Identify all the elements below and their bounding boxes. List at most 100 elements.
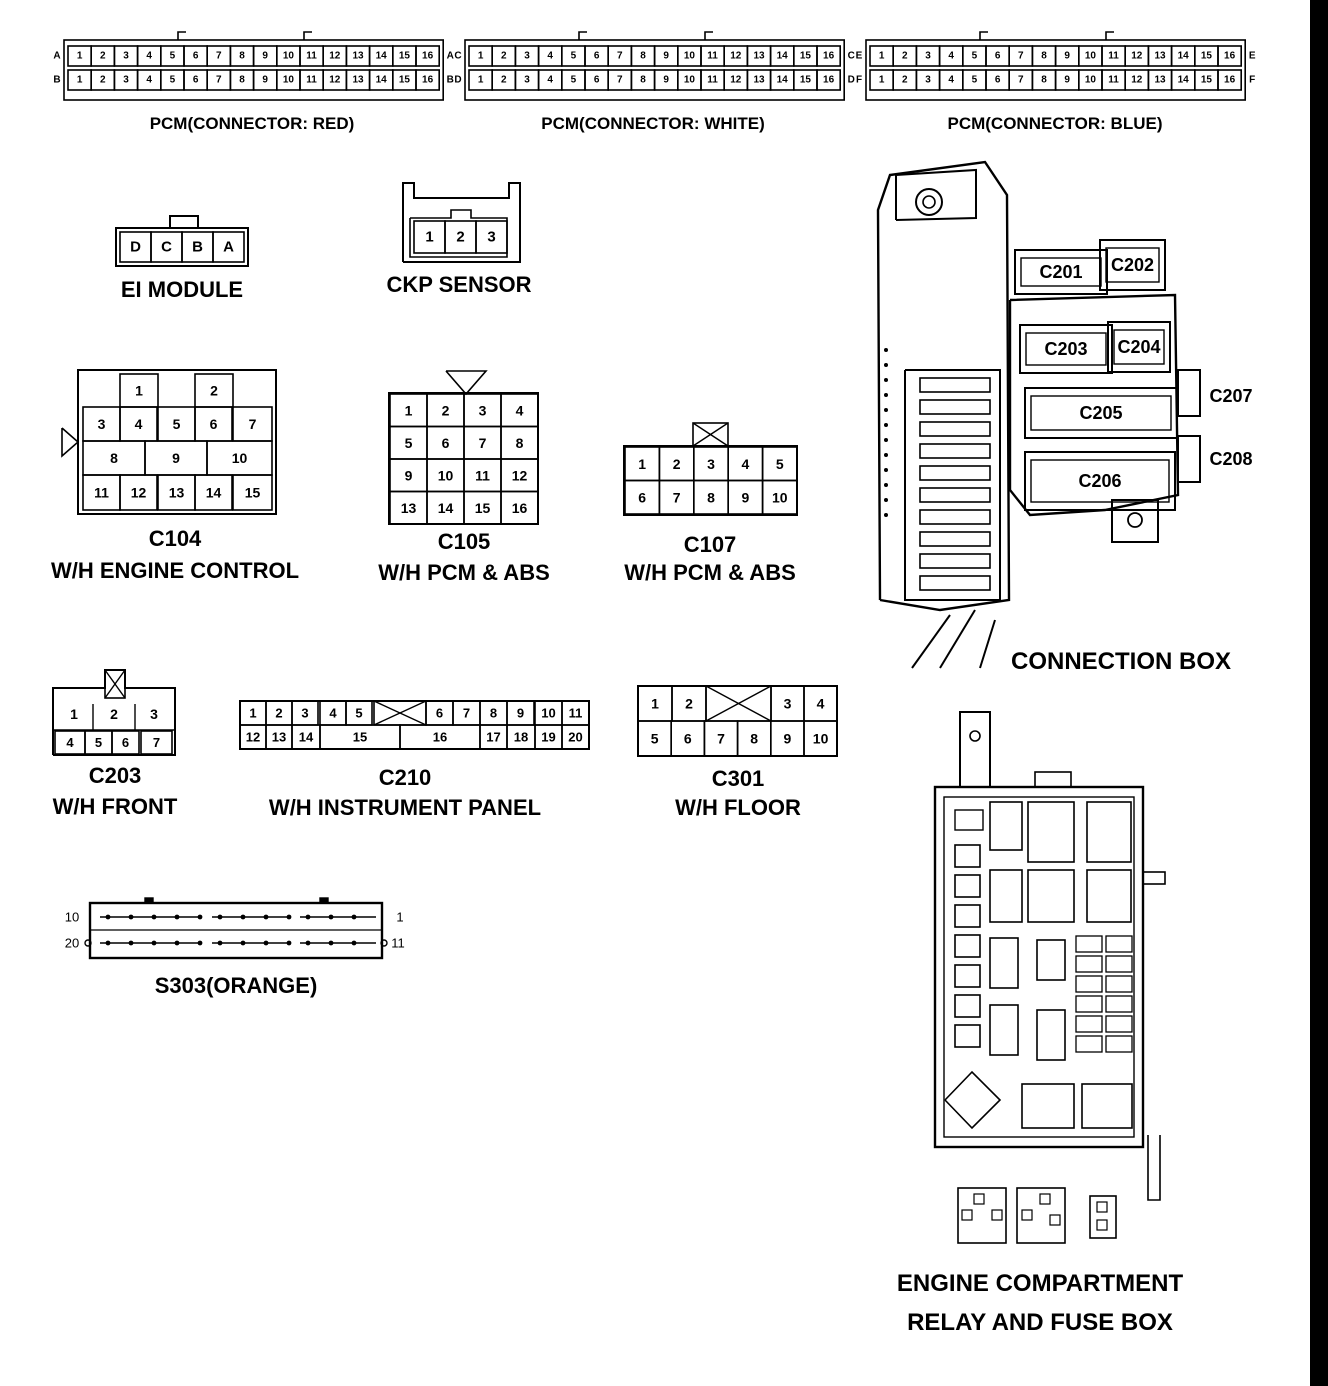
connection-box-connector-label: C203 xyxy=(1044,339,1087,359)
c210-pin-label: 6 xyxy=(436,706,443,721)
pcm-blue-row-letter: E xyxy=(1249,51,1256,62)
pcm-red-pin-label: 7 xyxy=(216,51,222,62)
connection-box-rivet xyxy=(884,423,888,427)
engine-box-body xyxy=(933,785,1145,1149)
engine-box-relay xyxy=(1036,939,1066,981)
c203-pin-label: 4 xyxy=(66,735,74,750)
c105-pin-label: 11 xyxy=(475,467,490,483)
c104-pin-label: 9 xyxy=(172,450,180,466)
pcm-red-pin-label: 12 xyxy=(329,51,341,62)
pcm-blue-pin-label: 12 xyxy=(1131,75,1143,86)
c104-name: W/H ENGINE CONTROL xyxy=(50,558,300,583)
ckp-sensor-pin-label: 3 xyxy=(487,229,495,246)
pcm-white-latch-right xyxy=(704,31,713,40)
c104-pin-label: 15 xyxy=(245,485,261,501)
engine-box-relay xyxy=(1027,801,1075,863)
connection-box-connector-label: C201 xyxy=(1039,262,1082,282)
engine-box-main-fuse xyxy=(1021,1083,1075,1129)
c203-name: W/H FRONT xyxy=(52,794,178,819)
c210-pin-label: 7 xyxy=(463,706,470,721)
c107-pin-cell xyxy=(761,479,798,515)
engine-box-mini-fuse xyxy=(1075,935,1103,953)
connection-box-fuse xyxy=(919,465,991,481)
pcm-red-pin-label: 1 xyxy=(77,51,83,62)
connection-box-connector-label: C206 xyxy=(1078,471,1121,491)
pcm-white-pin-label: 6 xyxy=(594,51,600,62)
connection-box-c207-plug xyxy=(1177,369,1201,417)
c210-pin-label: 17 xyxy=(486,730,500,745)
engine-box-fuse xyxy=(954,964,981,988)
s303-pin-dot xyxy=(351,914,357,920)
connection-box-fuse xyxy=(919,377,991,393)
c301-pin-label: 2 xyxy=(685,696,693,712)
pcm-white-pin-label: 5 xyxy=(571,75,577,86)
pcm-red-pin-label: 11 xyxy=(306,75,317,86)
s303-pin-dot xyxy=(105,940,111,946)
s303-pin-dot xyxy=(286,914,292,920)
connection-box-c208-plug xyxy=(1177,435,1201,483)
connection-box-fuse xyxy=(919,553,991,569)
c107-pin-label: 2 xyxy=(673,456,681,472)
engine-box-main-block xyxy=(944,1070,1002,1130)
c107-pin-label: 7 xyxy=(673,489,681,505)
pcm-blue-latch-left xyxy=(979,31,988,40)
pcm-white-pin-label: 13 xyxy=(753,51,765,62)
pcm-white-pin-label: 15 xyxy=(800,51,812,62)
s303-pin-dot xyxy=(305,940,311,946)
s303-pin-number: 11 xyxy=(391,936,405,951)
pcm-white-pin-label: 14 xyxy=(777,75,789,86)
s303-latch xyxy=(144,897,154,904)
c104-pin-label: 3 xyxy=(98,416,106,432)
c105-pin-label: 1 xyxy=(405,402,413,418)
pcm-red-pin-label: 6 xyxy=(193,51,199,62)
pcm-blue-pin-cell xyxy=(1217,45,1243,67)
pcm-white-pin-label: 12 xyxy=(730,51,742,62)
pcm-white-pin-label: 10 xyxy=(684,51,696,62)
c210-pin-label: 4 xyxy=(329,706,337,721)
connection-box-rivet xyxy=(884,483,888,487)
pcm-blue-pin-label: 13 xyxy=(1154,51,1166,62)
c203-pin-label: 7 xyxy=(153,735,160,750)
pcm-white-latch-left xyxy=(578,31,587,40)
pcm-red-pin-label: 1 xyxy=(77,75,83,86)
c104-pin-label: 12 xyxy=(131,485,147,501)
c104-code: C104 xyxy=(148,526,202,551)
pcm-blue-pin-label: 11 xyxy=(1108,75,1119,86)
engine-box-top-clip xyxy=(1034,771,1072,788)
s303-pin-number: 20 xyxy=(65,936,79,951)
pcm-white-pin-label: 7 xyxy=(617,75,623,86)
c104-pin-label: 6 xyxy=(210,416,218,432)
engine-box-mini-fuse xyxy=(1105,955,1133,973)
engine-box-legend-relay xyxy=(957,1187,1007,1244)
c105-pin-label: 5 xyxy=(405,435,413,451)
pcm-white-pin-label: 11 xyxy=(707,75,718,86)
pcm-red-pin-label: 5 xyxy=(170,51,176,62)
c107-pin-label: 5 xyxy=(776,456,784,472)
s303-pin-dot xyxy=(174,914,180,920)
engine-box-side-clip xyxy=(1142,871,1166,885)
pcm-blue-pin-label: 4 xyxy=(948,51,954,62)
connection-box-mount xyxy=(1111,499,1159,543)
pcm-red-pin-label: 2 xyxy=(100,51,106,62)
pcm-red-pin-label: 8 xyxy=(239,75,245,86)
connection-box-connector-label: C208 xyxy=(1209,449,1252,469)
pcm-white-pin-cell xyxy=(816,69,842,91)
engine-box-legend-pin xyxy=(1039,1193,1051,1205)
c107-name: W/H PCM & ABS xyxy=(624,560,796,585)
s303-pin-dot xyxy=(197,914,203,920)
pcm-blue-pin-label: 3 xyxy=(925,51,931,62)
ckp-sensor-pin-label: 1 xyxy=(425,229,433,246)
ei-module-pin-cell xyxy=(212,231,245,263)
pcm-red-pin-label: 15 xyxy=(399,51,411,62)
pcm-white-pin-label: 7 xyxy=(617,51,623,62)
c203-latch xyxy=(104,669,126,699)
engine-box-relay xyxy=(1027,869,1075,923)
c104-pin-label: 11 xyxy=(94,485,109,501)
c107-pin-label: 10 xyxy=(772,489,788,505)
engine-box-legend-pin xyxy=(1049,1214,1061,1226)
connection-box-rivet xyxy=(884,408,888,412)
pcm-red-pin-label: 10 xyxy=(283,75,295,86)
pcm-blue-pin-label: 7 xyxy=(1018,75,1024,86)
c210-pin-label: 19 xyxy=(541,730,555,745)
c301-code: C301 xyxy=(711,766,765,791)
